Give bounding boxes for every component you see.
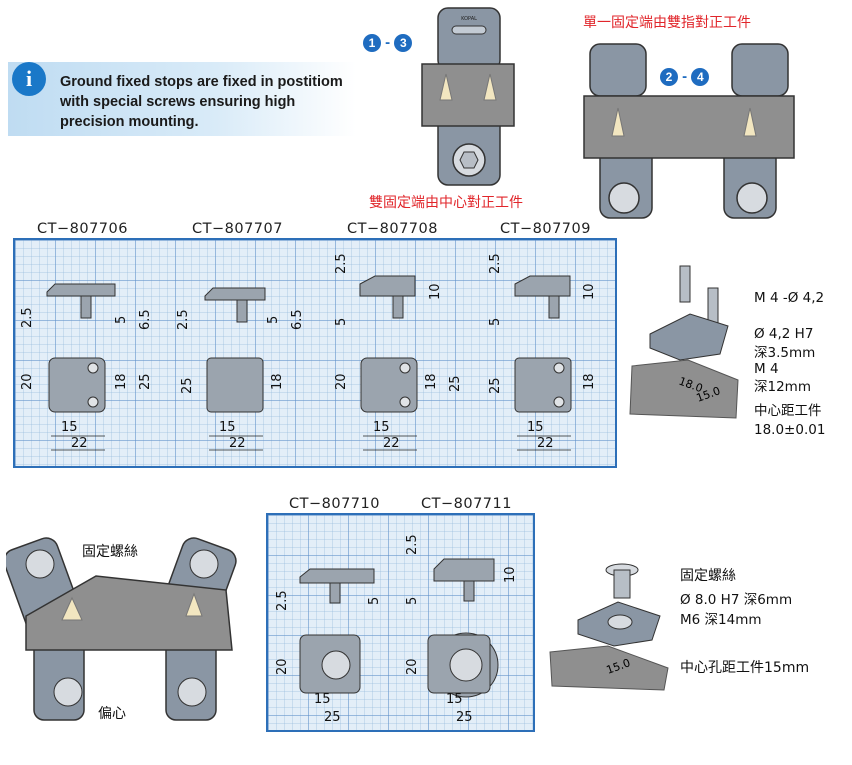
step-badge-1: 1	[363, 34, 381, 52]
screw-side-view	[80, 295, 92, 319]
fixture-illustration	[6, 537, 237, 721]
dim-label: 25	[324, 710, 341, 725]
fixed-screw-label: 固定螺絲	[82, 544, 138, 560]
dim-label: 15	[527, 420, 544, 435]
eccentric-label: 偏心	[98, 706, 126, 722]
info-box: i Ground fixed stops are fixed in postit…	[8, 62, 356, 136]
dim-label: 2.5	[488, 253, 503, 274]
dim-label: 15	[61, 420, 78, 435]
hole-spec-2: Ø 8.0 H7 深6mm	[680, 592, 793, 608]
dim-label: 15	[446, 692, 463, 707]
dim-label: 22	[229, 436, 246, 451]
dimension-drawings-lower: 2.5 5 20 15 25 2.5 5 10 20 15 25	[275, 534, 518, 725]
dim-label: 15	[219, 420, 236, 435]
dim-label: 22	[383, 436, 400, 451]
brand-mark: KOPAL	[461, 16, 477, 22]
dim-label: 10	[582, 283, 597, 300]
model-label: CT−807710	[289, 496, 380, 512]
dim-label: 5	[367, 597, 382, 605]
dim-label: 25	[488, 377, 503, 394]
dim-label: 22	[537, 436, 554, 451]
step-label-2-4: 2 - 4	[660, 68, 710, 86]
dim-label: 2.5	[275, 590, 290, 611]
step-badge-3: 3	[394, 34, 413, 52]
info-icon: i	[12, 62, 46, 96]
dim-label: 6.5	[138, 309, 153, 330]
dim-label: 20	[20, 373, 35, 390]
info-text: Ground fixed stops are fixed in postitio…	[60, 74, 343, 130]
dim-label: 15	[373, 420, 390, 435]
thread-spec-2: M6 深14mm	[680, 612, 762, 628]
model-label: CT−807709	[500, 221, 591, 237]
dim-label: 2.5	[334, 253, 349, 274]
screw-side-view	[463, 580, 475, 602]
hole-depth: 深3.5mm	[754, 345, 816, 361]
stop-side-view	[359, 275, 416, 297]
screw-side-view	[392, 295, 404, 319]
model-label: CT−807706	[37, 221, 128, 237]
screw-side-view	[548, 295, 560, 319]
dim-label: 25	[138, 373, 153, 390]
dim-label: 20	[405, 658, 420, 675]
dim-label: 5	[266, 316, 281, 324]
dim-label: 5	[114, 316, 129, 324]
step-label-1-3: 1 - 3	[363, 34, 413, 52]
step-sep: -	[385, 34, 391, 51]
dim-label: 25	[180, 377, 195, 394]
thread-spec: M 4	[754, 361, 779, 377]
dim-label: 5	[488, 318, 503, 326]
step-badge-2: 2	[660, 68, 678, 86]
step-sep: -	[682, 68, 688, 85]
single-stop-illustration: KOPAL	[421, 7, 515, 186]
dim-label: 2.5	[20, 307, 35, 328]
dim-label: 2.5	[176, 309, 191, 330]
stop-top-view	[206, 357, 264, 413]
dim-label: 15	[314, 692, 331, 707]
stop-side-view	[46, 283, 116, 297]
dimension-panel-upper: 2.5 5 6.5 20 18 25 15 22 2.5 5 6.5 25 18…	[13, 238, 617, 468]
double-stop-illustration	[583, 43, 795, 219]
dim-label: 20	[275, 658, 290, 675]
center-distance-tolerance: 18.0±0.01	[754, 422, 826, 438]
step-badge-4: 4	[691, 68, 710, 86]
screw-side-view	[329, 582, 341, 604]
dim-label: 18	[114, 373, 129, 390]
dim-label: 18	[424, 373, 439, 390]
dim-label: 5	[334, 318, 349, 326]
stop-side-view	[514, 275, 571, 297]
dim-label: 20	[334, 373, 349, 390]
dimension-panel-lower: 2.5 5 20 15 25 2.5 5 10 20 15 25	[266, 513, 535, 732]
dim-label: 10	[428, 283, 443, 300]
caption-single: 單一固定端由雙指對正工件	[583, 15, 751, 31]
center-hole-distance: 中心孔距工件15mm	[680, 660, 810, 676]
stop-side-view	[433, 558, 495, 582]
fixed-screw-label-2: 固定螺絲	[680, 568, 736, 584]
stop-side-view	[204, 287, 266, 301]
dim-label: 18	[270, 373, 285, 390]
dim-label: 22	[71, 436, 88, 451]
dim-label: 18	[582, 373, 597, 390]
model-label: CT−807707	[192, 221, 283, 237]
thread-depth: 深12mm	[754, 379, 811, 395]
mounting-detail-2: 15.0	[549, 563, 669, 691]
dim-label: 10	[503, 566, 518, 583]
caption-double: 雙固定端由中心對正工件	[369, 195, 523, 211]
dim-label: 5	[405, 597, 420, 605]
dimension-drawings-upper: 2.5 5 6.5 20 18 25 15 22 2.5 5 6.5 25 18…	[20, 253, 597, 451]
mounting-detail-1: 18.0 15.0	[629, 265, 739, 419]
screw-spec: M 4 -Ø 4,2	[754, 290, 825, 306]
dim-label: 25	[456, 710, 473, 725]
dim-label: 6.5	[290, 309, 305, 330]
dim-label: 2.5	[405, 534, 420, 555]
model-label: CT−807708	[347, 221, 438, 237]
screw-side-view	[236, 299, 248, 323]
stop-side-view	[299, 568, 375, 584]
hole-spec: Ø 4,2 H7	[754, 326, 814, 342]
center-distance-label: 中心距工件	[754, 403, 822, 419]
model-label: CT−807711	[421, 496, 512, 512]
dim-label: 25	[448, 375, 463, 392]
